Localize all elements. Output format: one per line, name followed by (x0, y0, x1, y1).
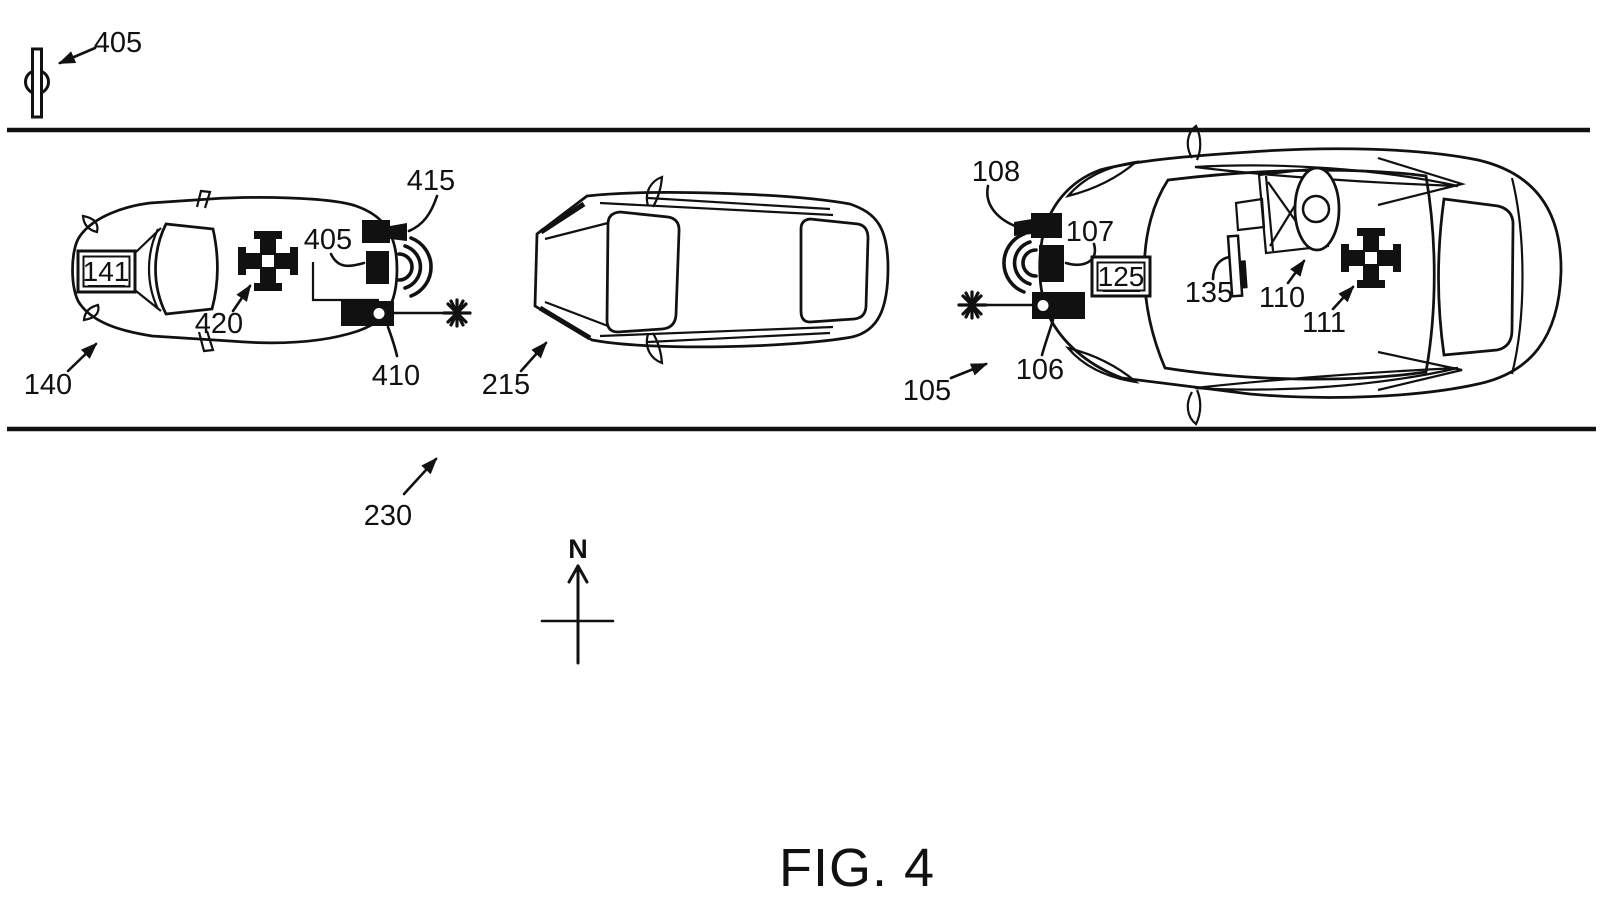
left-vehicle-mirror-bottom (197, 330, 215, 353)
gps-antenna-icon-left (238, 231, 298, 291)
sensor-leader-right (1040, 318, 1055, 357)
middle-vehicle-body (533, 191, 890, 349)
right-headlight-bottom (1064, 346, 1140, 384)
pole-icon (31, 47, 43, 119)
right-side-seam-top (1194, 164, 1459, 188)
middle-windshield (605, 210, 681, 334)
sensor-leader-left (386, 325, 399, 358)
right-trunk-seam-top (1377, 156, 1467, 207)
roadside-unit: 405 (24, 27, 142, 119)
right-comm-label: 107 (1066, 216, 1114, 248)
sensor-module-icon-left (341, 301, 394, 326)
gps-arrow-left (231, 284, 252, 313)
middle-bumper-line-top (539, 201, 586, 235)
left-camera-label: 415 (407, 165, 455, 197)
sound-waves-icon-left (397, 236, 433, 298)
left-deck-line (311, 262, 379, 302)
road-label-arrow (402, 457, 438, 496)
middle-mirror-top (645, 175, 664, 208)
right-trunk-seam-bottom (1377, 350, 1463, 392)
driver-figure (1234, 166, 1341, 255)
right-plate-label: 125 (1098, 261, 1145, 292)
middle-seam-top2 (647, 196, 831, 211)
right-vehicle-arrow (949, 362, 988, 380)
left-windshield (154, 222, 219, 316)
roadside-unit-arrow (58, 46, 97, 65)
left-vehicle-mirror-top (195, 189, 212, 209)
display-leader (1211, 255, 1231, 281)
left-vehicle-label: 140 (24, 369, 72, 401)
middle-mirror-bottom (645, 332, 664, 365)
camera-leader-left (407, 194, 439, 233)
right-vehicle: 125 (903, 124, 1563, 426)
display-label: 135 (1185, 277, 1233, 309)
figure-caption: FIG. 4 (779, 838, 935, 898)
sensor-port-left (373, 308, 385, 319)
star-burst-icon-left (442, 298, 472, 328)
left-vehicle: 141 (24, 165, 472, 401)
left-cowl-line (147, 228, 159, 310)
right-camera-label: 108 (972, 156, 1020, 188)
roadside-unit-label: 405 (94, 27, 142, 59)
middle-rear-window (799, 217, 870, 324)
comm-leader-left (329, 252, 366, 268)
left-gps-label: 420 (195, 308, 243, 340)
camera-leader-right (986, 184, 1017, 228)
comm-leader-right (1064, 242, 1097, 266)
right-side-seam-bottom (1194, 366, 1459, 391)
driver-label: 110 (1259, 282, 1305, 314)
left-sensor-label: 410 (372, 360, 420, 392)
sound-waves-icon-right (1002, 232, 1038, 294)
left-comm-label: 405 (304, 224, 352, 256)
comm-module-icon-right (1039, 245, 1064, 282)
sensor-port-right (1037, 300, 1049, 311)
comm-module-icon-left (366, 251, 389, 284)
right-headlight-top (1064, 160, 1140, 198)
road-lane: 230 (7, 127, 1596, 532)
middle-vehicle-label: 215 (482, 369, 530, 401)
compass-north-label: N (568, 534, 588, 564)
middle-vehicle: 215 (482, 175, 890, 401)
camera-icon-left (362, 220, 390, 243)
driver-arrow (1286, 259, 1306, 285)
middle-vehicle-arrow (519, 341, 548, 373)
camera-lens-right (1014, 219, 1032, 236)
middle-seam-bottom2 (647, 331, 831, 344)
gps-antenna-icon-right (1341, 228, 1401, 288)
left-vehicle-body (71, 196, 399, 345)
right-mirror-top (1186, 124, 1202, 161)
right-mirror-bottom (1186, 389, 1202, 426)
right-sensor-label: 106 (1016, 354, 1064, 386)
middle-bumper-line-bottom (538, 305, 592, 341)
display-icon (1226, 234, 1248, 298)
left-headlight-top (81, 214, 99, 234)
camera-lens-left (390, 223, 407, 241)
gps-arrow-right (1331, 285, 1355, 311)
middle-hood-line-bottom (544, 300, 609, 328)
road-label: 230 (364, 500, 412, 532)
left-headlight-bottom (82, 303, 100, 322)
left-plate-label: 141 (83, 256, 130, 287)
compass-arrow-icon (540, 564, 615, 665)
right-cabin-outline (1142, 168, 1436, 381)
compass: N (540, 534, 615, 665)
right-vehicle-label: 105 (903, 375, 951, 407)
star-burst-icon-right (957, 290, 988, 320)
middle-seam-top1 (599, 201, 834, 217)
right-bumper-seam (1510, 177, 1524, 375)
left-vehicle-arrow (66, 342, 98, 373)
middle-seam-bottom1 (599, 325, 834, 338)
middle-hood-line-top (544, 221, 609, 241)
camera-icon-right (1031, 213, 1062, 238)
right-gps-label: 111 (1302, 307, 1346, 339)
right-rear-window (1437, 197, 1515, 357)
